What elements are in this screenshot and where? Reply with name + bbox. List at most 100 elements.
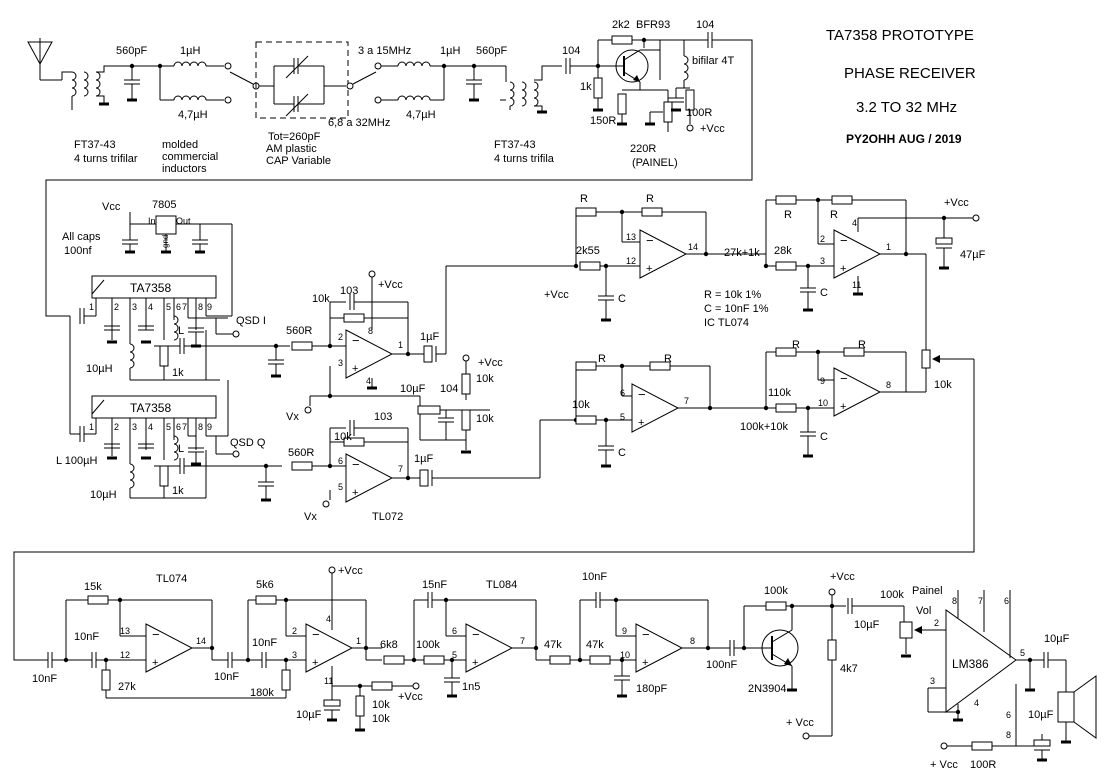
au-r100k: 100k <box>416 639 440 651</box>
au-c-pin6: 6 <box>452 626 457 636</box>
au-c10n-a: 10nF <box>74 631 99 643</box>
ic2-pin8: 8 <box>198 422 203 432</box>
ap-b-pin3: 3 <box>820 256 825 266</box>
ic1-pin3: 3 <box>132 302 137 312</box>
ap-c-pin7: 7 <box>684 396 689 406</box>
pa-vx-a-label: Vx <box>286 411 299 423</box>
pa-vcc-a-label: +Vcc <box>378 279 403 291</box>
ap-r110k: 110k <box>768 387 792 399</box>
l2b-label: 4,7µH <box>406 109 436 121</box>
title-line1: TA7358 PROTOTYPE <box>826 27 974 44</box>
au-c100n: 100nF <box>706 659 737 671</box>
au-r100k-b: 100k <box>764 585 788 597</box>
au-r47k-b: 47k <box>586 639 604 651</box>
au-b-pin3: 3 <box>292 650 297 660</box>
au-e-pin5: 5 <box>1020 648 1025 658</box>
au-r10k-b: 10k <box>372 713 390 725</box>
volume-potentiometer <box>899 621 946 639</box>
ap-a-pin14: 14 <box>688 242 698 252</box>
au-b-pin1: 1 <box>356 636 361 646</box>
au-ic-a: TL074 <box>156 573 187 585</box>
au-vcc-d: + Vcc <box>786 717 814 729</box>
au-vcc-c: +Vcc <box>830 571 855 583</box>
bfr93-transistor-icon <box>614 49 649 83</box>
ap-note1: R = 10k 1% <box>704 289 761 301</box>
c560-in-label: 560pF <box>116 45 147 57</box>
ap-b-pin2: 2 <box>820 234 825 244</box>
ap-a-pin12: 12 <box>626 256 636 266</box>
molded-label-2: commercial <box>162 151 218 163</box>
pa-r10k-c-label: 10k <box>476 413 494 425</box>
au-b-pin4: 4 <box>326 614 331 624</box>
ap-r27k: 27k+1k <box>724 247 760 259</box>
antenna-icon <box>27 38 62 81</box>
au-r47k-a: 47k <box>544 639 562 651</box>
opamp-q-tl072 <box>345 453 393 503</box>
ft1-label-b: 4 turns trifilar <box>74 153 138 165</box>
ic1-pin6: 6 <box>176 302 181 312</box>
au-a-pin14: 14 <box>196 636 206 646</box>
r100-label: 100R <box>686 107 712 119</box>
pq-pin6: 6 <box>338 456 343 466</box>
au-e-pin4: 4 <box>974 698 979 708</box>
title-line3: 3.2 TO 32 MHz <box>856 99 957 116</box>
regulator-7805 <box>155 215 177 254</box>
au-c10u-c: 10µF <box>1044 633 1070 645</box>
ap-d-pin10: 10 <box>818 398 828 408</box>
c104-a-label: 104 <box>562 45 580 57</box>
pa-r560b-label: 560R <box>288 447 314 459</box>
allpass-opamp-b <box>833 229 881 279</box>
pa-opamp-label: TL072 <box>372 511 403 523</box>
c560-out-label: 560pF <box>476 45 507 57</box>
amcap-label-1: AM plastic <box>266 143 317 155</box>
au-ic-c: LM386 <box>952 657 989 671</box>
audio-opamp-d <box>635 623 683 673</box>
au-r100: 100R <box>970 759 996 771</box>
ap-r-h: R <box>858 339 866 351</box>
ic1-pin9: 9 <box>207 302 212 312</box>
ap-c-pin6: 6 <box>620 388 625 398</box>
au-r15k: 15k <box>84 581 102 593</box>
au-r27k: 27k <box>118 681 136 693</box>
pq-pin7: 7 <box>398 464 403 474</box>
au-r4k7-body <box>827 639 837 661</box>
ap-c47u: 47µF <box>960 249 986 261</box>
ta7358-ic-top <box>91 275 217 299</box>
ap-r-b: R <box>646 193 654 205</box>
ap-d-pin9: 9 <box>820 376 825 386</box>
au-c10u-b: 10µF <box>854 619 880 631</box>
reg-label: 7805 <box>152 199 176 211</box>
balance-potentiometer <box>921 349 974 369</box>
allcaps-label-1: All caps <box>62 231 101 243</box>
reg-out-label: Out <box>176 216 191 226</box>
pa-vx-b-label: Vx <box>304 511 317 523</box>
ap-b-pin4: 4 <box>852 218 857 228</box>
ic2-pin3: 3 <box>132 422 137 432</box>
opamp-i-tl072 <box>345 329 393 379</box>
l10a-label: 10µH <box>86 363 113 375</box>
au-e-pin7: 7 <box>978 596 983 606</box>
mixer-vcc-label: Vcc <box>102 201 121 213</box>
au-c10n-c: 10nF <box>252 637 277 649</box>
allpass-opamp-d <box>833 367 881 417</box>
ap-c-pin5: 5 <box>620 412 625 422</box>
ap-r28k: 28k <box>774 245 792 257</box>
ap-c-d: C <box>820 431 828 443</box>
au-e-pin3: 3 <box>930 676 935 686</box>
pa-c103-b-label: 103 <box>374 411 392 423</box>
pq-pin5: 5 <box>338 482 343 492</box>
qsdq-label: QSD Q <box>230 437 266 449</box>
ic1-pin2: 2 <box>114 302 119 312</box>
au-c1n5: 1n5 <box>462 681 480 693</box>
au-c180p: 180pF <box>636 683 667 695</box>
ic1-pin5: 5 <box>166 302 171 312</box>
au-r10k-a: 10k <box>372 699 390 711</box>
l1b-label: 4,7µH <box>178 109 208 121</box>
r1k-label: 1k <box>580 81 592 93</box>
au-vol: Vol <box>916 605 931 617</box>
mixer-l1-label: L <box>178 325 184 337</box>
au-e-pin2: 2 <box>934 618 939 628</box>
fe-vcc-label: +Vcc <box>700 123 725 135</box>
ap-r100k: 100k+10k <box>740 421 789 433</box>
ic2-pin5: 5 <box>166 422 171 432</box>
